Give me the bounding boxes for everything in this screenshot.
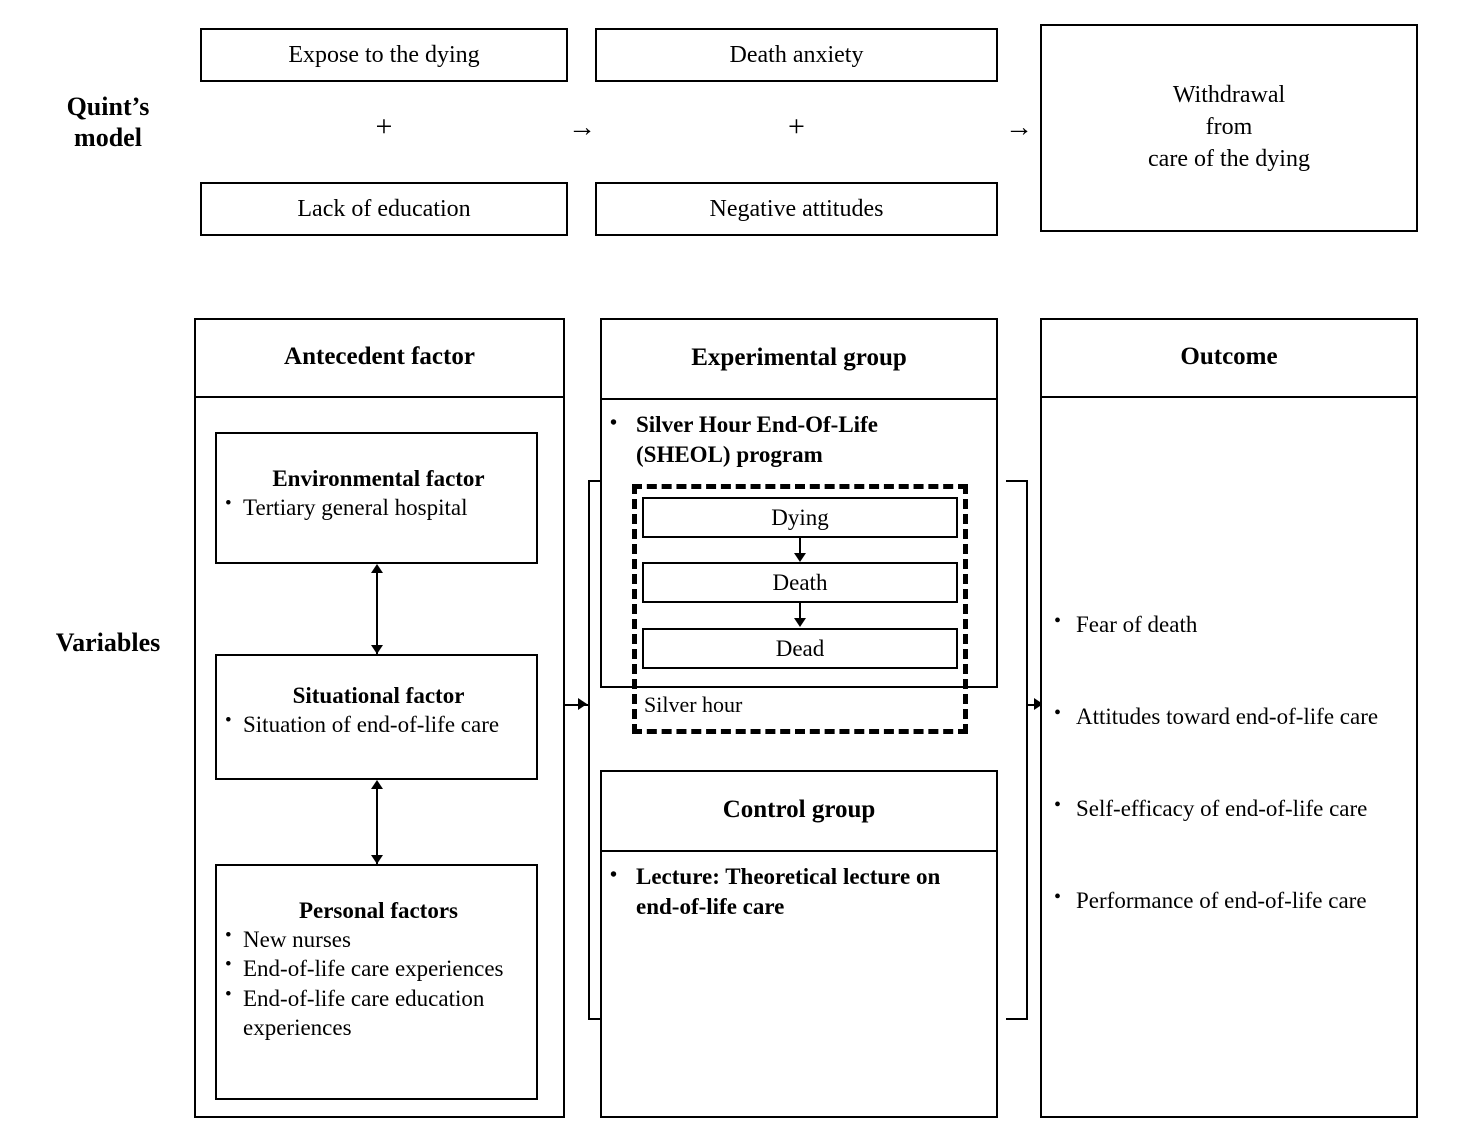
- list-item: Situation of end-of-life care: [221, 709, 536, 739]
- header-control-group: Control group: [722, 796, 876, 823]
- arrowhead-right-antecedent-to-bracket: [578, 698, 587, 710]
- header-divider-experimental: [600, 398, 998, 400]
- header-divider-antecedent: [194, 396, 565, 398]
- quints-model-label-line2: model: [74, 122, 142, 152]
- list-item: New nurses: [221, 924, 536, 954]
- sheol-step-dead: Dead: [642, 628, 958, 669]
- silver-hour-label: Silver hour: [644, 692, 743, 717]
- situational-factor-list: Situation of end-of-life care: [221, 709, 536, 739]
- arrowhead-down-sit-per: [371, 855, 383, 864]
- box-expose-to-the-dying: Expose to the dying: [200, 28, 568, 82]
- header-divider-outcome: [1040, 396, 1418, 398]
- box-withdrawal-from-care: Withdrawal from care of the dying: [1040, 24, 1418, 232]
- bracket-left-groups: [588, 480, 610, 1020]
- arrowhead-right-bracket-to-outcome: [1034, 698, 1043, 710]
- connector-env-sit-line: [376, 566, 378, 654]
- arrowhead-down-env-sit: [371, 645, 383, 654]
- outcome-items-list: Fear of death Attitudes toward end-of-li…: [1050, 610, 1410, 980]
- environmental-factor-title: Environmental factor: [272, 466, 485, 491]
- lecture-label-line1: Lecture: Theoretical lecture on: [636, 864, 941, 889]
- connector-death-dead-line: [799, 603, 801, 620]
- header-divider-control: [600, 850, 998, 852]
- program-label-line1: Silver Hour End-Of-Life: [636, 412, 878, 437]
- connector-sit-per-line: [376, 782, 378, 864]
- sheol-step-death-label: Death: [772, 569, 828, 595]
- sheol-step-dying-label: Dying: [771, 504, 829, 530]
- sheol-step-dying: Dying: [642, 497, 958, 538]
- environmental-factor-content: Environmental factor Tertiary general ho…: [221, 466, 536, 522]
- header-antecedent-factor: Antecedent factor: [284, 343, 475, 370]
- list-item: Tertiary general hospital: [221, 492, 536, 522]
- situational-factor-title: Situational factor: [292, 683, 465, 708]
- environmental-factor-list: Tertiary general hospital: [221, 492, 536, 522]
- list-item: Attitudes toward end-of-life care: [1050, 702, 1410, 796]
- connector-antecedent-to-bracket-line: [565, 704, 589, 706]
- row-label-quints-model: Quint’s model: [28, 92, 188, 153]
- withdrawal-line-1: Withdrawal: [1172, 82, 1286, 109]
- row-label-variables: Variables: [55, 628, 161, 657]
- situational-factor-content: Situational factor Situation of end-of-l…: [221, 683, 536, 739]
- box-expose-label: Expose to the dying: [288, 41, 480, 68]
- arrowhead-down-death-dead: [794, 618, 806, 627]
- dashed-box-silver-hour: [632, 484, 968, 734]
- header-experimental-group: Experimental group: [691, 344, 907, 371]
- sheol-step-death: Death: [642, 562, 958, 603]
- arrow-right-icon-1: →: [568, 112, 596, 143]
- box-lack-label: Lack of education: [297, 195, 471, 222]
- connector-dying-death-line: [799, 538, 801, 555]
- box-death-anxiety-label: Death anxiety: [729, 41, 864, 68]
- box-death-anxiety: Death anxiety: [595, 28, 998, 82]
- arrowhead-down-dying-death: [794, 553, 806, 562]
- personal-factors-list: New nurses End-of-life care experiences …: [221, 924, 536, 1043]
- plus-sign-1: +: [375, 110, 393, 143]
- list-item: Fear of death: [1050, 610, 1410, 704]
- withdrawal-line-3: care of the dying: [1148, 145, 1310, 172]
- box-negative-attitudes-label: Negative attitudes: [709, 195, 884, 222]
- program-label-line2: (SHEOL) program: [636, 441, 823, 467]
- arrowhead-up-sit-per: [371, 780, 383, 789]
- bracket-right-groups: [1006, 480, 1028, 1020]
- list-item: End-of-life care education experiences: [221, 983, 536, 1043]
- plus-sign-2: +: [788, 110, 805, 143]
- list-item: End-of-life care experiences: [221, 953, 536, 983]
- box-lack-of-education: Lack of education: [200, 182, 568, 236]
- list-item: Self-efficacy of end-of-life care: [1050, 794, 1410, 888]
- lecture-label-line2: end-of-life care: [636, 893, 785, 919]
- list-item: Performance of end-of-life care: [1050, 886, 1410, 980]
- arrow-right-icon-2: →: [1005, 112, 1033, 143]
- column-control-group: [600, 770, 998, 1118]
- withdrawal-line-2: from: [1205, 114, 1253, 141]
- personal-factors-title: Personal factors: [298, 898, 459, 923]
- control-lecture-bullet: Lecture: Theoretical lecture on end-of-l…: [602, 862, 1026, 922]
- box-negative-attitudes: Negative attitudes: [595, 182, 998, 236]
- experimental-program-bullet: Silver Hour End-Of-Life (SHEOL) program: [602, 410, 1026, 470]
- sheol-step-dead-label: Dead: [775, 635, 825, 661]
- personal-factors-content: Personal factors New nurses End-of-life …: [221, 898, 536, 1043]
- arrowhead-up-env-sit: [371, 564, 383, 573]
- header-outcome: Outcome: [1180, 343, 1278, 370]
- quints-model-label-line1: Quint’s: [66, 92, 150, 121]
